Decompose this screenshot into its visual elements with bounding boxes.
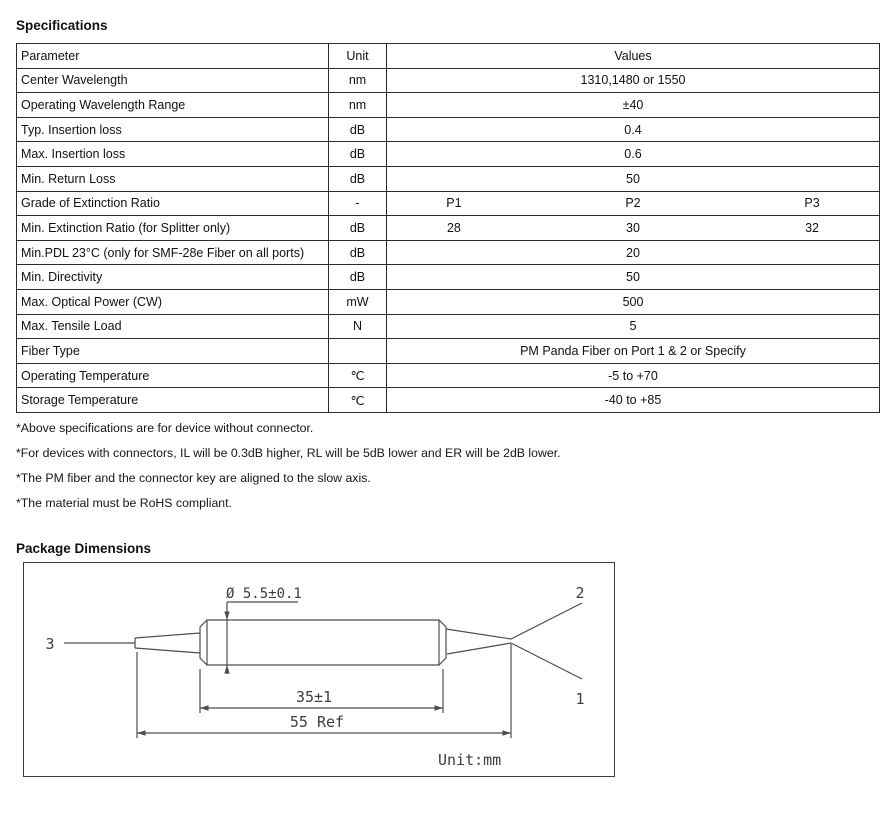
value-cell: 28 30 32: [386, 215, 880, 241]
value-cell: -5 to +70: [386, 362, 880, 389]
unit-cell: dB: [328, 239, 387, 266]
value-cell: PM Panda Fiber on Port 1 & 2 or Specify: [386, 338, 880, 364]
value-cell: 5: [386, 313, 880, 340]
port2-label: 2: [575, 584, 584, 602]
unit-cell: dB: [328, 116, 387, 143]
left-taper-top-line: [134, 632, 201, 639]
body-length-label: 35±1: [296, 688, 332, 706]
overall-length-label: 55 Ref: [290, 713, 344, 731]
param-cell: Center Wavelength: [16, 67, 329, 94]
port3-label: 3: [45, 635, 54, 653]
unit-cell: ℃: [328, 362, 387, 389]
table-row: Max. Optical Power (CW) mW 500: [16, 288, 880, 315]
grade-p3: P3: [804, 196, 820, 211]
package-drawing-frame: Ø 5.5±0.1 35±1 55 Ref 3 2 1 Unit:mm: [23, 562, 615, 777]
param-cell: Min. Extinction Ratio (for Splitter only…: [16, 215, 329, 241]
unit-note-label: Unit:mm: [438, 751, 501, 769]
value-cell: 0.4: [386, 116, 880, 143]
param-cell: Operating Temperature: [16, 362, 329, 389]
table-row: Grade of Extinction Ratio - P1 P2 P3: [16, 190, 880, 217]
er-p3-value: 32: [805, 220, 819, 235]
body-length-arrow-right: [434, 705, 443, 711]
header-unit: Unit: [328, 43, 387, 69]
table-row: Min. Extinction Ratio (for Splitter only…: [16, 215, 880, 241]
footnotes-block: *Above specifications are for device wit…: [16, 416, 561, 516]
param-cell: Operating Wavelength Range: [16, 92, 329, 118]
param-cell: Fiber Type: [16, 338, 329, 364]
table-row: Min.PDL 23°C (only for SMF-28e Fiber on …: [16, 239, 880, 266]
right-taper-bottom-line: [446, 642, 512, 655]
unit-cell: N: [328, 313, 387, 340]
table-row: Operating Temperature ℃ -5 to +70: [16, 362, 880, 389]
param-cell: Min. Return Loss: [16, 165, 329, 192]
table-row: Center Wavelength nm 1310,1480 or 1550: [16, 67, 880, 94]
port1-fiber-line: [510, 642, 583, 680]
port1-label: 1: [575, 690, 584, 708]
table-row: Storage Temperature ℃ -40 to +85: [16, 387, 880, 413]
value-cell: ±40: [386, 92, 880, 118]
grade-p1: P1: [446, 196, 462, 211]
unit-cell: [328, 338, 387, 364]
value-cell: P1 P2 P3: [386, 190, 880, 217]
value-cell: 50: [386, 165, 880, 192]
diameter-arrow-top: [224, 611, 230, 620]
specifications-table: Parameter Unit Values Center Wavelength …: [16, 43, 880, 413]
unit-cell: dB: [328, 165, 387, 192]
header-values: Values: [386, 43, 880, 69]
table-row: Fiber Type PM Panda Fiber on Port 1 & 2 …: [16, 338, 880, 364]
left-taper-bottom-line: [134, 647, 201, 654]
package-dimensions-heading: Package Dimensions: [16, 541, 152, 556]
value-cell: 0.6: [386, 141, 880, 167]
unit-cell: nm: [328, 92, 387, 118]
diameter-label: Ø 5.5±0.1: [226, 586, 302, 602]
right-taper-top-line: [445, 628, 512, 640]
param-cell: Min.PDL 23°C (only for SMF-28e Fiber on …: [16, 239, 329, 266]
table-row: Min. Directivity dB 50: [16, 264, 880, 290]
unit-cell: nm: [328, 67, 387, 94]
value-cell: 1310,1480 or 1550: [386, 67, 880, 94]
value-cell: 500: [386, 288, 880, 315]
unit-cell: dB: [328, 264, 387, 290]
package-drawing: Ø 5.5±0.1 35±1 55 Ref 3 2 1 Unit:mm: [45, 584, 584, 769]
param-cell: Min. Directivity: [16, 264, 329, 290]
table-row: Min. Return Loss dB 50: [16, 165, 880, 192]
footnote-line: *The material must be RoHS compliant.: [16, 496, 232, 510]
unit-cell: mW: [328, 288, 387, 315]
specifications-heading: Specifications: [16, 18, 108, 33]
er-p1-value: 28: [446, 220, 461, 235]
param-cell: Grade of Extinction Ratio: [16, 190, 329, 217]
unit-cell: -: [328, 190, 387, 217]
table-row: Max. Insertion loss dB 0.6: [16, 141, 880, 167]
unit-cell: ℃: [328, 387, 387, 413]
table-header-row: Parameter Unit Values: [16, 43, 880, 69]
value-cell: -40 to +85: [386, 387, 880, 413]
er-p2-value: 30: [626, 220, 640, 235]
footnote-line: *The PM fiber and the connector key are …: [16, 471, 371, 485]
param-cell: Max. Insertion loss: [16, 141, 329, 167]
unit-cell: dB: [328, 141, 387, 167]
table-row: Max. Tensile Load N 5: [16, 313, 880, 340]
body-length-arrow-left: [200, 705, 209, 711]
port2-fiber-line: [510, 602, 583, 640]
param-cell: Max. Optical Power (CW): [16, 288, 329, 315]
unit-cell: dB: [328, 215, 387, 241]
header-parameter: Parameter: [16, 43, 329, 69]
overall-length-arrow-left: [137, 730, 146, 736]
param-cell: Max. Tensile Load: [16, 313, 329, 340]
param-cell: Storage Temperature: [16, 387, 329, 413]
table-row: Typ. Insertion loss dB 0.4: [16, 116, 880, 143]
cylinder-body: [199, 619, 447, 666]
footnote-line: *For devices with connectors, IL will be…: [16, 446, 561, 460]
overall-length-arrow-right: [502, 730, 511, 736]
footnote-line: *Above specifications are for device wit…: [16, 421, 314, 435]
param-cell: Typ. Insertion loss: [16, 116, 329, 143]
value-cell: 20: [386, 239, 880, 266]
value-cell: 50: [386, 264, 880, 290]
table-row: Operating Wavelength Range nm ±40: [16, 92, 880, 118]
diameter-arrow-bottom: [224, 665, 230, 674]
grade-p2: P2: [625, 196, 641, 211]
